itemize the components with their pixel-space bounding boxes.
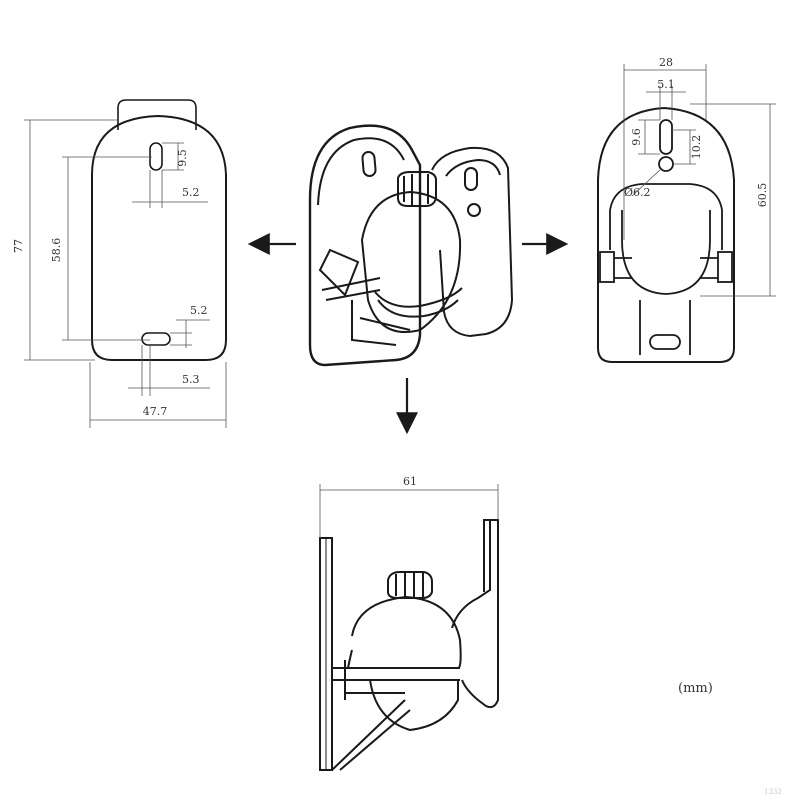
dim-front-inner-height: 58.6 bbox=[50, 238, 63, 263]
isometric-view bbox=[308, 124, 514, 367]
back-view bbox=[597, 106, 735, 363]
unit-label: (mm) bbox=[678, 681, 713, 696]
dim-back-hole-diameter: Ø6.2 bbox=[624, 186, 651, 199]
watermark: 1332 bbox=[764, 788, 782, 796]
dim-front-slot-bottom-height: 5.2 bbox=[190, 304, 208, 317]
side-view bbox=[319, 519, 499, 771]
side-dimension-lines bbox=[319, 484, 499, 538]
dim-side-depth: 61 bbox=[403, 475, 417, 488]
front-view bbox=[91, 99, 227, 361]
dim-back-height: 60.5 bbox=[756, 183, 769, 208]
dim-front-slot-top-width: 5.2 bbox=[182, 186, 200, 199]
dim-front-height: 77 bbox=[12, 239, 25, 253]
dim-back-slot-width: 5.1 bbox=[657, 78, 675, 91]
dim-front-slot-bottom-width: 5.3 bbox=[182, 373, 200, 386]
dim-back-width: 28 bbox=[659, 56, 673, 69]
back-dimension-lines bbox=[623, 64, 776, 297]
dim-front-width: 47.7 bbox=[143, 405, 168, 418]
front-dimension-lines bbox=[24, 119, 227, 428]
dim-front-slot-top-height: 9.5 bbox=[176, 149, 189, 167]
dim-back-hole-offset: 10.2 bbox=[690, 135, 703, 160]
dim-back-slot-height: 9.6 bbox=[630, 128, 643, 146]
